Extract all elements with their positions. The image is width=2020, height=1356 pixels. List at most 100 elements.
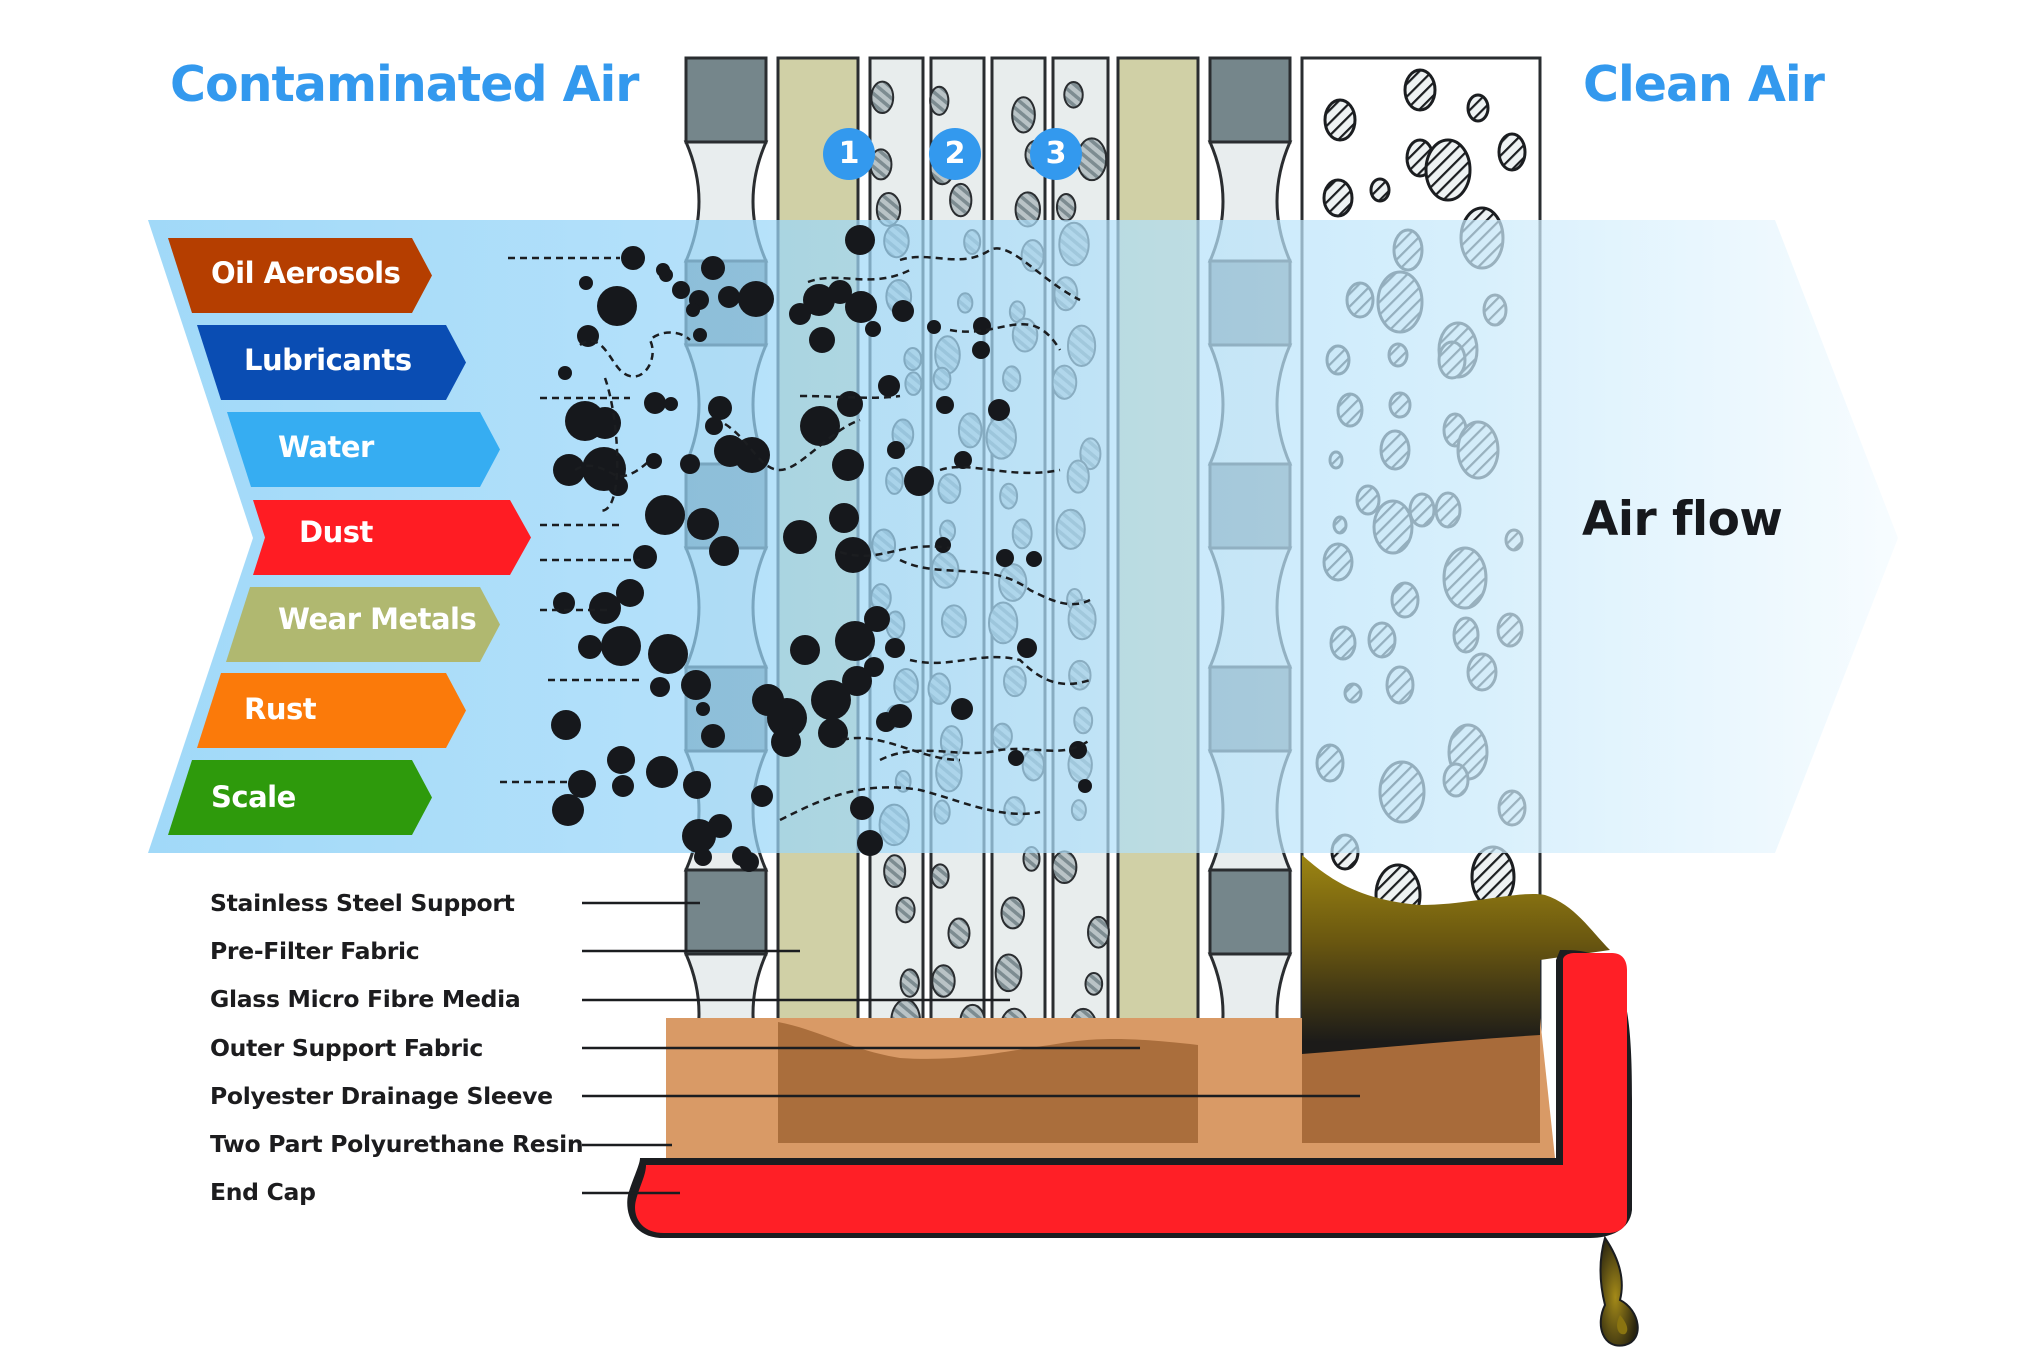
contaminant-particle	[809, 327, 835, 353]
end-cap	[627, 950, 1639, 1347]
contaminant-particle	[954, 451, 972, 469]
coalesced-droplet	[1323, 98, 1357, 142]
contaminant-chevron	[226, 587, 500, 662]
contaminant-oil-aerosols: Oil Aerosols	[211, 256, 401, 290]
trapped-particle	[1055, 192, 1077, 222]
label-end-cap: End Cap	[210, 1178, 316, 1206]
contaminant-particle	[589, 592, 621, 624]
end-cap-body	[635, 953, 1627, 1233]
trapped-particle	[929, 85, 950, 116]
particle-trajectory	[899, 558, 1091, 606]
trapped-particle	[870, 80, 895, 115]
contaminant-dust: Dust	[299, 515, 373, 549]
particle-trajectory	[799, 394, 901, 400]
contaminant-particle	[789, 303, 811, 325]
contaminant-particle	[696, 702, 710, 716]
particle-trajectory	[779, 786, 1041, 822]
contaminant-particle	[828, 280, 852, 304]
contaminant-particle	[682, 819, 716, 853]
trapped-particle	[947, 917, 971, 949]
label-outer-support-fabric: Outer Support Fabric	[210, 1034, 484, 1062]
contaminant-chevron	[253, 500, 531, 575]
trapped-particle	[994, 953, 1023, 993]
contaminant-particle	[864, 657, 884, 677]
trapped-particle	[1063, 80, 1084, 109]
air-flow-band	[148, 220, 1898, 853]
contaminant-particle	[708, 814, 732, 838]
contaminant-particle	[835, 621, 875, 661]
label-leader-lines	[582, 901, 1360, 1195]
contaminant-particle	[1017, 638, 1037, 658]
contaminant-rust: Rust	[244, 692, 317, 726]
contaminant-chevron	[168, 760, 432, 835]
contaminant-particle	[553, 454, 585, 486]
contaminant-particle	[694, 848, 712, 866]
air-flow-label: Air flow	[1582, 492, 1783, 547]
contaminant-particle	[601, 626, 641, 666]
trapped-particle	[1087, 915, 1110, 949]
contaminant-particle	[568, 770, 596, 798]
contaminant-particle	[681, 670, 711, 700]
contaminant-chevron	[197, 325, 466, 400]
particle-trajectory	[949, 323, 1062, 351]
contaminant-particle	[803, 284, 835, 316]
label-pre-filter-fabric: Pre-Filter Fabric	[210, 937, 420, 965]
contaminant-particle	[864, 606, 890, 632]
contaminant-particle	[597, 286, 637, 326]
coalesced-droplet	[1403, 68, 1437, 112]
trapped-particle	[1000, 896, 1026, 930]
contaminant-particle	[811, 680, 851, 720]
contaminant-particle	[650, 677, 670, 697]
contaminant-particle	[680, 454, 700, 474]
contaminant-particle	[607, 746, 635, 774]
contaminant-particle	[936, 396, 954, 414]
trapped-particle	[931, 964, 956, 998]
resin-sleeve	[1302, 1035, 1540, 1143]
contaminant-particle	[904, 466, 934, 496]
stage-badge-2: 2	[929, 128, 981, 180]
contaminant-particle	[616, 579, 644, 607]
contaminant-particle	[718, 286, 740, 308]
contaminant-particle	[565, 401, 605, 441]
particle-trajectory	[879, 738, 1091, 762]
contaminated-air-title: Contaminated Air	[170, 56, 639, 113]
trapped-particle	[1051, 850, 1078, 884]
contaminant-chevron	[168, 238, 432, 313]
coalesced-droplet	[1369, 177, 1391, 203]
label-glass-micro-fibre-media: Glass Micro Fibre Media	[210, 985, 521, 1013]
coalesced-droplet	[1424, 138, 1472, 202]
contaminant-particle	[771, 727, 801, 757]
contaminant-chevron	[227, 412, 500, 487]
contaminant-particle	[621, 246, 645, 270]
resin-saturated	[778, 1022, 1198, 1143]
contaminant-particle	[693, 328, 707, 342]
contaminant-particle	[552, 794, 584, 826]
contaminant-particle	[739, 852, 759, 872]
contaminant-particle	[578, 635, 602, 659]
trapped-particle	[1084, 971, 1104, 996]
contaminant-particle	[751, 785, 773, 807]
trapped-particle	[949, 182, 973, 218]
contaminant-particle	[687, 508, 719, 540]
contaminant-particle	[633, 545, 657, 569]
contaminant-particle	[837, 391, 863, 417]
contaminant-particle	[887, 441, 905, 459]
steel-band	[1208, 868, 1292, 956]
particle-trajectory	[807, 268, 911, 284]
contaminant-particle	[664, 397, 678, 411]
trapped-particle	[899, 968, 920, 998]
contaminant-particle	[885, 638, 905, 658]
contaminant-particle	[996, 549, 1014, 567]
contaminant-particle	[701, 256, 725, 280]
contaminant-water: Water	[278, 430, 374, 464]
contaminant-particle	[648, 634, 688, 674]
air-flow-arrow	[148, 220, 1898, 853]
contaminant-particle	[579, 276, 593, 290]
stage-badge-3: 3	[1030, 128, 1082, 180]
steel-band	[1208, 56, 1292, 144]
contaminant-particle	[612, 775, 634, 797]
contaminant-particle	[686, 303, 700, 317]
contaminant-particle	[845, 225, 875, 255]
